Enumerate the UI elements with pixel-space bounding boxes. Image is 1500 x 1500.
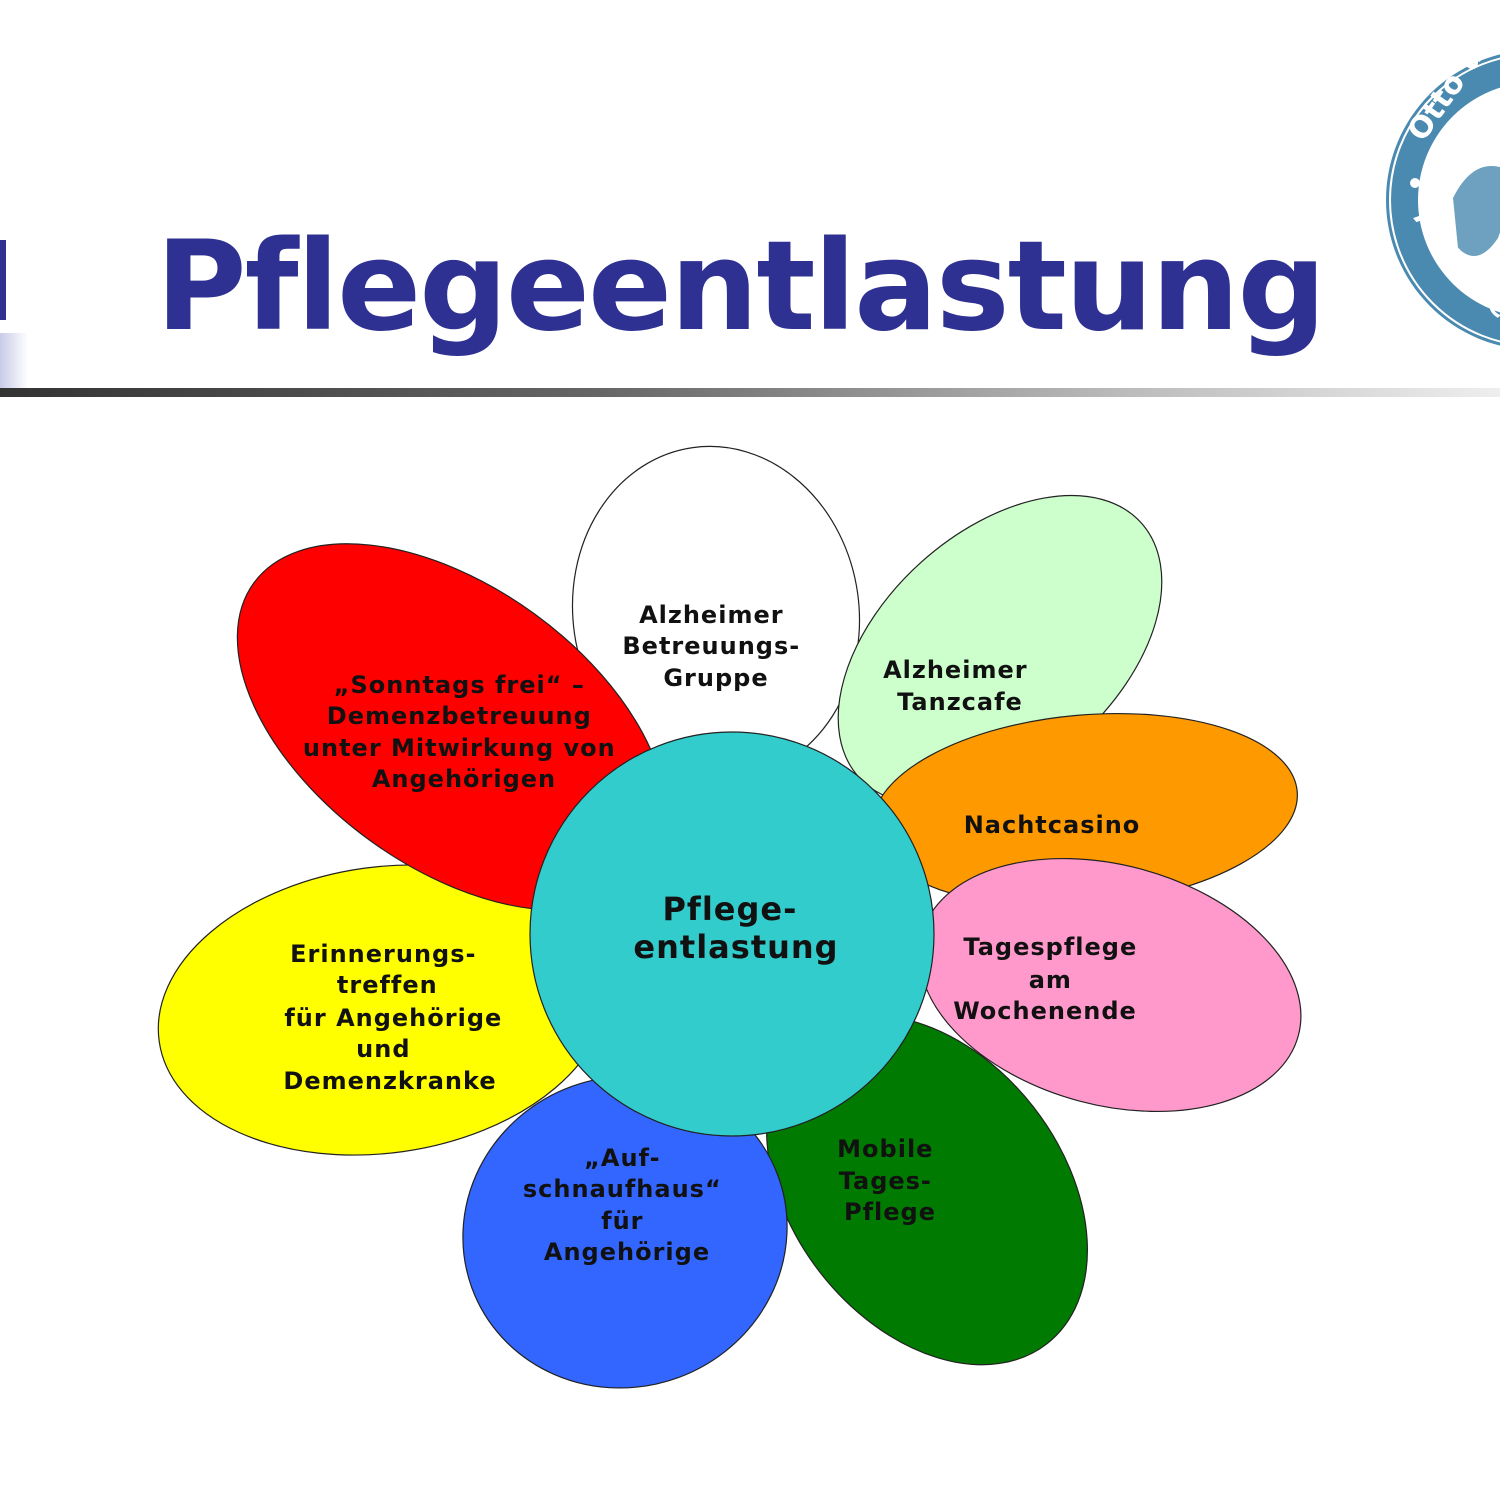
center-circle <box>529 731 935 1137</box>
slide-title: Pflegeentlastung <box>155 215 1327 359</box>
title-divider <box>0 388 1500 397</box>
center-label: Pflege- entlastung <box>633 890 838 966</box>
left-edge-accent <box>0 240 6 320</box>
seal-logo: Otto und Altersheims <box>1386 48 1500 353</box>
petal-blue <box>462 1075 788 1389</box>
label-mobile-tagespflege: Mobile Tages- Pflege <box>837 1135 943 1226</box>
label-aufschnaufhaus: „Auf- schnaufhaus“ für Angehörige <box>523 1144 731 1266</box>
label-sonntags-frei: „Sonntags frei“ – Demenzbetreuung unter … <box>303 671 625 793</box>
label-erinnerungstreffen: Erinnerungs- treffen für Angehörige und … <box>283 940 511 1095</box>
left-gradient-accent <box>0 333 28 388</box>
label-alzheimer-tanzcafe: Alzheimer Tanzcafe <box>883 656 1037 716</box>
label-nachtcasino: Nachtcasino <box>964 811 1141 839</box>
label-alzheimer-betreuungsgruppe: Alzheimer Betreuungs- Gruppe <box>622 601 809 692</box>
label-tagespflege-wochenende: Tagespflege am Wochenende <box>953 933 1146 1025</box>
